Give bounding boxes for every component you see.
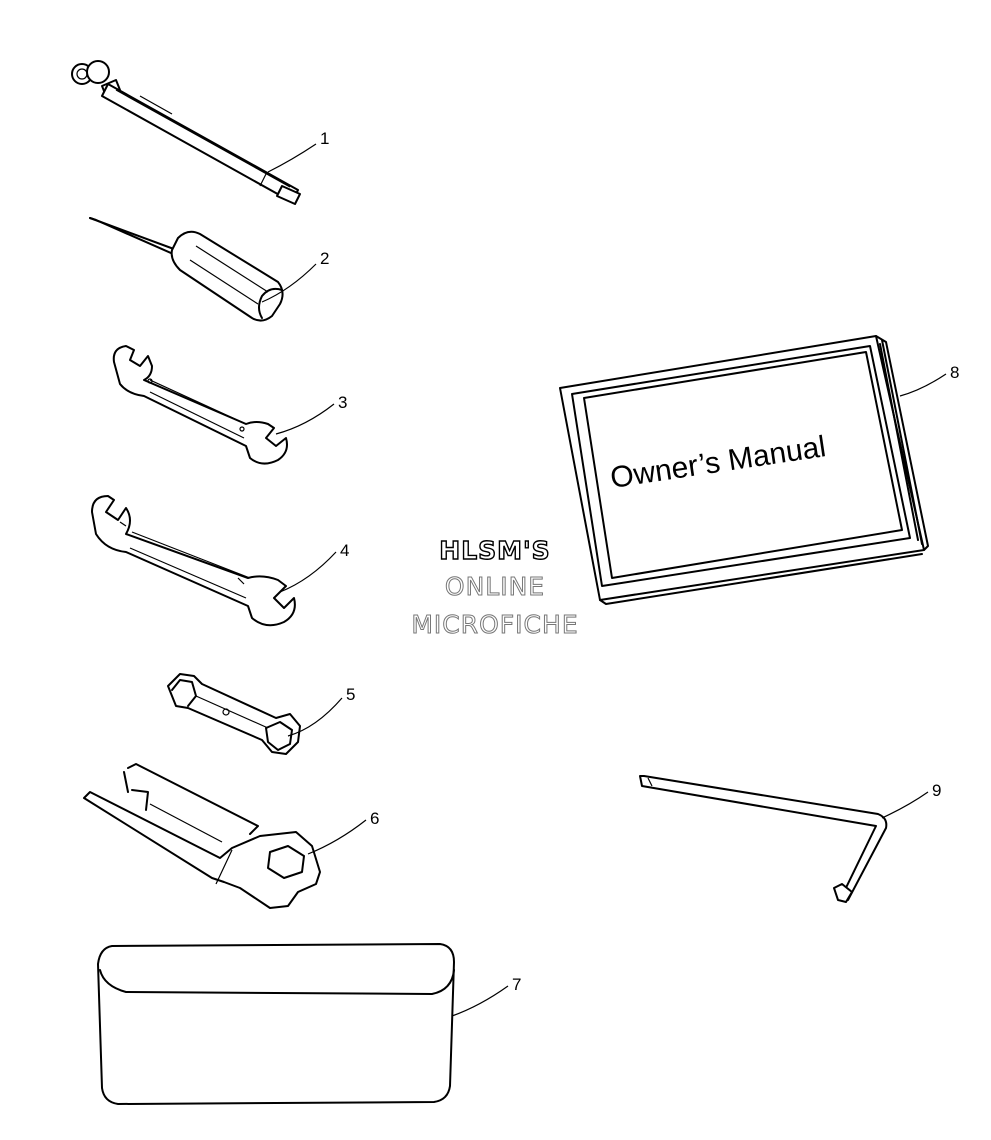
part-8-owners-manual: Owner’s Manual [559, 335, 929, 605]
part-3-open-end-wrench [112, 345, 288, 465]
watermark-line-1: HLSM'S [439, 535, 551, 565]
callout-5: 5 [346, 685, 355, 704]
callout-8: 8 [950, 363, 959, 382]
leader-lines [261, 143, 947, 1017]
part-7-tool-bag [97, 943, 455, 1105]
callout-2: 2 [320, 249, 329, 268]
part-6-spark-plug-wrench [83, 763, 321, 909]
part-9-hex-key [639, 775, 888, 903]
watermark-line-3: MICROFICHE [411, 610, 579, 640]
part-5-box-wrench [167, 673, 301, 755]
callout-3: 3 [338, 393, 347, 412]
part-2-screwdriver [89, 217, 284, 322]
callout-6: 6 [370, 809, 379, 828]
callout-9: 9 [932, 781, 941, 800]
part-1-tire-pressure-gauge [71, 60, 301, 205]
part-4-open-end-wrench [91, 495, 296, 627]
watermark-line-2: ONLINE [444, 572, 546, 602]
callout-7: 7 [512, 975, 521, 994]
callout-4: 4 [340, 541, 349, 560]
callout-1: 1 [320, 129, 329, 148]
